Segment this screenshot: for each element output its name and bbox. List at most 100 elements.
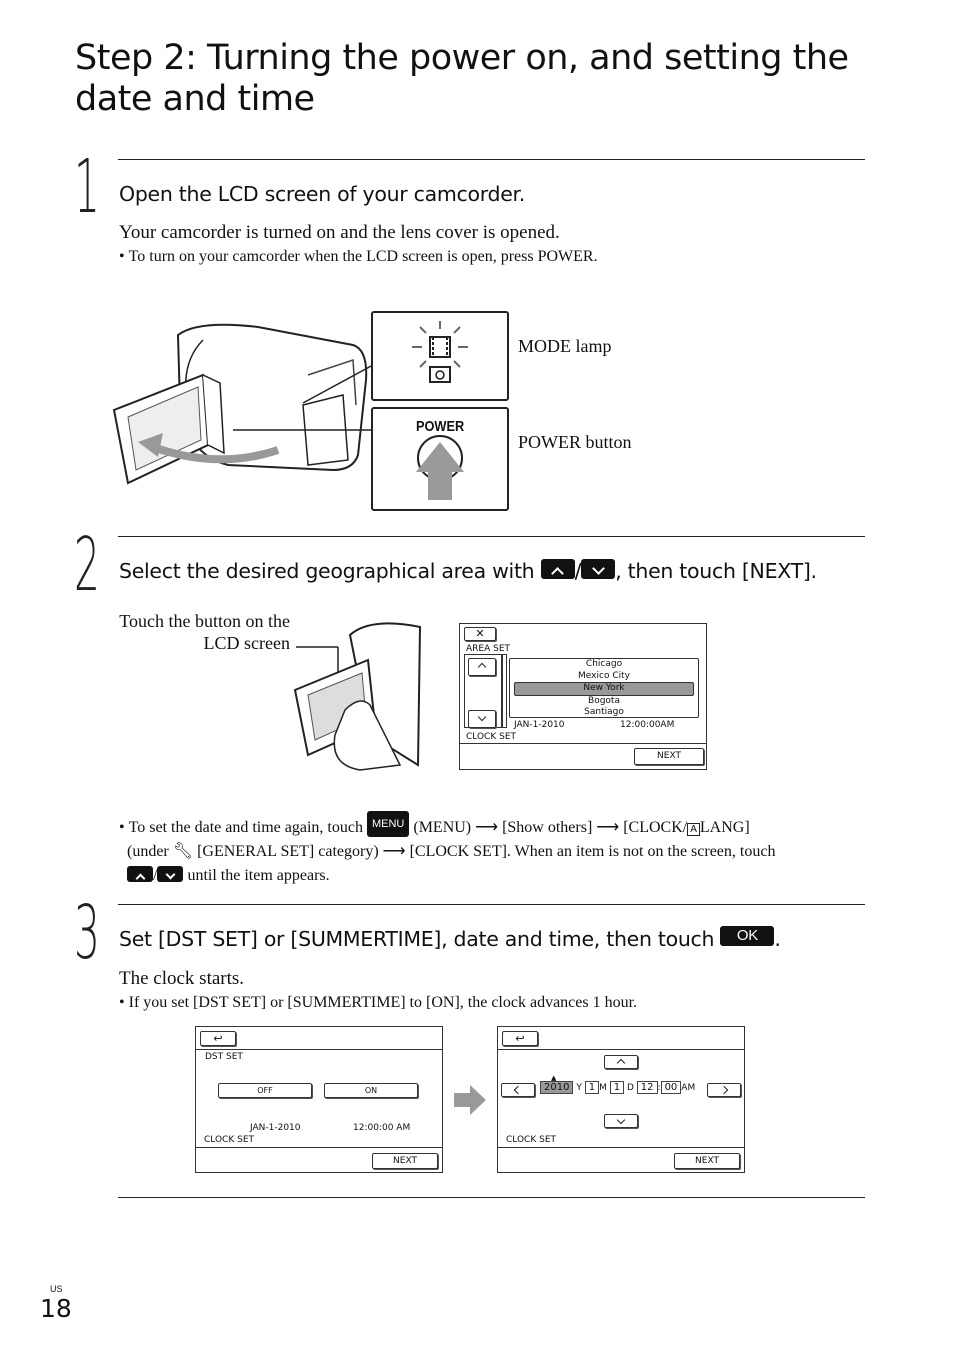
day-field[interactable]: 1 bbox=[609, 1081, 625, 1094]
step3-divider bbox=[118, 904, 865, 905]
note-p2: (MENU) bbox=[413, 819, 472, 836]
back-button[interactable]: ↩ bbox=[200, 1031, 236, 1046]
step3-bullet: • If you set [DST SET] or [SUMMERTIME] t… bbox=[119, 994, 637, 1012]
close-button[interactable]: ✕ bbox=[464, 627, 496, 641]
right-arrow-icon: ⟶ bbox=[475, 819, 499, 836]
chevron-down-icon bbox=[616, 1115, 626, 1125]
city-item[interactable]: Chicago bbox=[585, 659, 623, 669]
power-label: POWER bbox=[416, 418, 465, 435]
back-button[interactable]: ↩ bbox=[502, 1031, 538, 1046]
lcd-divider bbox=[196, 1147, 442, 1148]
city-item[interactable]: Bogota bbox=[588, 695, 620, 706]
lcd-time: 12:00:00 AM bbox=[353, 1123, 411, 1133]
wrench-icon: 🔧︎ bbox=[172, 843, 194, 860]
return-icon: ↩ bbox=[515, 1032, 525, 1045]
note-p8: [CLOCK SET]. When an item is not on the … bbox=[409, 843, 776, 860]
touch-caption: Touch the button on the LCD screen bbox=[95, 610, 290, 654]
step1-divider bbox=[118, 159, 865, 160]
month-unit: M bbox=[599, 1083, 607, 1093]
selection-marker-icon: ▲ bbox=[551, 1074, 557, 1082]
up-arrow-button-icon bbox=[127, 866, 153, 884]
chevron-up-icon bbox=[477, 662, 487, 672]
city-list: Chicago Mexico City New York Bogota Sant… bbox=[509, 658, 699, 718]
step3-bullet-text: If you set [DST SET] or [SUMMERTIME] to … bbox=[128, 994, 638, 1011]
scroll-down-button[interactable] bbox=[468, 710, 496, 728]
year-field[interactable]: 2010 bbox=[540, 1081, 574, 1094]
clock-set-label: CLOCK SET bbox=[506, 1135, 557, 1145]
step2-note: • To set the date and time again, touch … bbox=[119, 811, 869, 888]
time-colon: : bbox=[657, 1083, 661, 1093]
camcorder-open-illustration bbox=[112, 311, 509, 511]
clock-set-label: CLOCK SET bbox=[466, 732, 517, 742]
touch-caption-line1: Touch the button on the bbox=[119, 611, 290, 631]
lcd-date: JAN-1-2010 bbox=[514, 720, 565, 730]
city-item[interactable]: Mexico City bbox=[578, 670, 630, 681]
scrollbar[interactable] bbox=[502, 654, 507, 728]
lcd-date: JAN-1-2010 bbox=[250, 1123, 301, 1133]
next-field-button[interactable] bbox=[707, 1083, 741, 1097]
note-p1: To set the date and time again, touch bbox=[128, 819, 363, 836]
bullet-dot: • bbox=[119, 819, 129, 836]
city-item-selected[interactable]: New York bbox=[514, 682, 694, 696]
area-set-lcd: ✕ AREA SET Chicago Mexico City New York … bbox=[459, 623, 707, 770]
step2-divider bbox=[118, 536, 865, 537]
note-p6: (under bbox=[127, 843, 169, 860]
right-arrow-icon: ⟶ bbox=[382, 843, 406, 860]
off-button[interactable]: OFF bbox=[218, 1083, 312, 1098]
note-p3: [Show others] bbox=[502, 819, 593, 836]
menu-button-icon: MENU bbox=[366, 811, 410, 838]
step2-heading: Select the desired geographical area wit… bbox=[119, 559, 817, 583]
chevron-left-icon bbox=[513, 1085, 523, 1095]
city-item[interactable]: Santiago bbox=[584, 707, 624, 717]
step2-heading-post: , then touch [NEXT]. bbox=[615, 559, 817, 583]
lcd-time: 12:00:00AM bbox=[620, 720, 675, 730]
step1-bullet-text: To turn on your camcorder when the LCD s… bbox=[128, 248, 598, 265]
note-p7: [GENERAL SET] category) bbox=[197, 843, 379, 860]
minute-field[interactable]: 00 bbox=[660, 1081, 682, 1094]
touch-caption-line2: LCD screen bbox=[203, 633, 290, 653]
previous-field-button[interactable] bbox=[501, 1083, 535, 1097]
day-unit: D bbox=[626, 1083, 634, 1093]
increment-button[interactable] bbox=[604, 1055, 638, 1069]
language-icon: A bbox=[687, 823, 700, 836]
step3-heading-pre: Set [DST SET] or [SUMMERTIME], date and … bbox=[119, 927, 715, 951]
down-arrow-button-icon bbox=[581, 559, 616, 579]
lcd-divider bbox=[196, 1049, 442, 1050]
power-button-callout: POWER button bbox=[518, 432, 632, 452]
step1-heading: Open the LCD screen of your camcorder. bbox=[119, 182, 525, 206]
step3-heading-post: . bbox=[774, 927, 781, 951]
note-p5: LANG] bbox=[699, 819, 750, 836]
scroll-up-button[interactable] bbox=[468, 658, 496, 676]
down-arrow-button-icon bbox=[157, 866, 184, 883]
dst-set-lcd: ↩ DST SET OFF ON JAN-1-2010 12:00:00 AM … bbox=[195, 1026, 443, 1173]
bottom-divider bbox=[118, 1197, 865, 1198]
chevron-right-icon bbox=[719, 1085, 729, 1095]
note-p4: [CLOCK/ bbox=[623, 819, 688, 836]
hour-field[interactable]: 12 bbox=[636, 1081, 658, 1094]
bullet-dot: • bbox=[119, 994, 129, 1011]
bullet-dot: • bbox=[119, 248, 129, 265]
chevron-down-icon bbox=[477, 712, 487, 722]
lcd-divider bbox=[498, 1049, 744, 1050]
chevron-up-icon bbox=[616, 1058, 626, 1068]
next-button[interactable]: NEXT bbox=[372, 1153, 438, 1169]
up-arrow-button-icon bbox=[540, 559, 575, 580]
step2-number: 2 bbox=[74, 522, 100, 608]
step1-body: Your camcorder is turned on and the lens… bbox=[119, 222, 560, 243]
on-button[interactable]: ON bbox=[324, 1083, 418, 1098]
month-field[interactable]: 1 bbox=[584, 1081, 600, 1094]
decrement-button[interactable] bbox=[604, 1114, 638, 1128]
hand-touch-lcd-illustration bbox=[293, 622, 422, 771]
next-button[interactable]: NEXT bbox=[674, 1153, 740, 1169]
mode-lamp-callout: MODE lamp bbox=[518, 336, 612, 356]
step3-body: The clock starts. bbox=[119, 968, 245, 989]
next-button[interactable]: NEXT bbox=[634, 748, 704, 765]
lcd-divider bbox=[498, 1147, 744, 1148]
ok-button-icon: OK bbox=[720, 926, 775, 946]
clock-set-label: CLOCK SET bbox=[204, 1135, 255, 1145]
step2-heading-slash: / bbox=[574, 559, 582, 583]
page-number: 18 bbox=[40, 1294, 72, 1323]
right-arrow-icon: ⟶ bbox=[596, 819, 620, 836]
